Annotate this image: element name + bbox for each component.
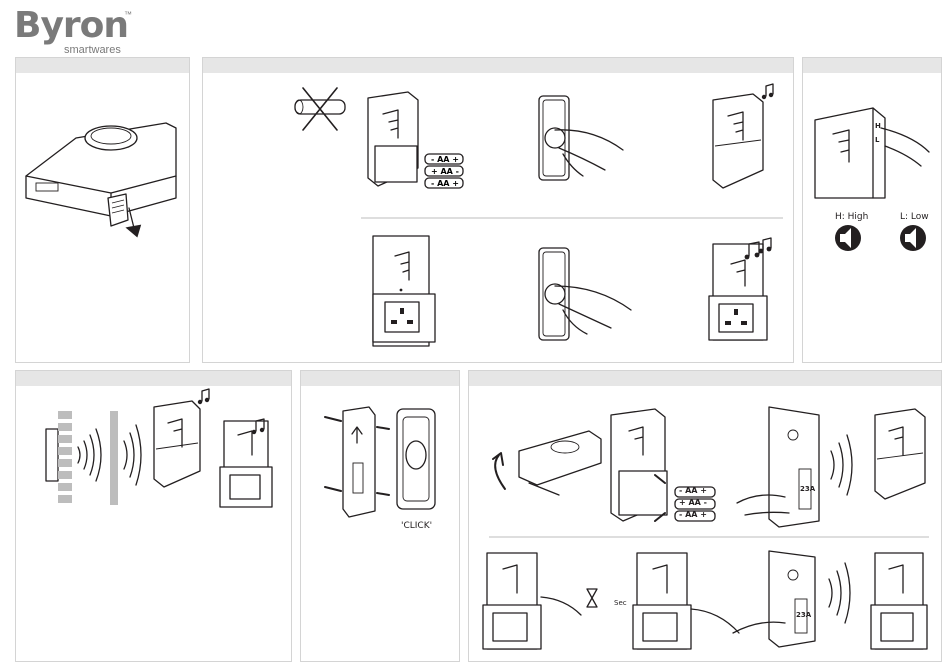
step-pairing-panel: - AA + + AA - - AA + <box>202 57 794 363</box>
brand-tagline: smartwares <box>64 44 121 56</box>
range-illustration <box>16 371 293 663</box>
battery-label: - AA + <box>679 510 707 519</box>
battery-label: - AA + <box>431 179 459 188</box>
chime-playing-top <box>713 84 773 188</box>
battery-23a-label: 23A <box>800 485 815 493</box>
doorbell-push-top <box>539 96 623 180</box>
click-label: 'CLICK' <box>401 521 432 531</box>
step-volume-panel: H L H: High L: Low <box>802 57 942 363</box>
doorbell-push-bottom <box>539 248 631 340</box>
pairing-illustrations: - AA + + AA - - AA + <box>203 58 795 364</box>
switch-high-mark: H <box>875 122 881 130</box>
volume-high-label: H: High <box>835 212 868 222</box>
mounting-illustration <box>301 371 461 663</box>
no-battery-icon <box>295 88 345 130</box>
brick-wall <box>58 411 72 503</box>
battery-label: - AA + <box>431 155 459 164</box>
step-mounting-panel: 'CLICK' <box>300 370 460 662</box>
step-range-panel <box>15 370 292 662</box>
volume-low-label: L: Low <box>900 212 929 222</box>
brand-logo: Byron ™ smartwares <box>14 6 144 56</box>
plugin-chime-bottom-right <box>709 238 771 340</box>
brand-trademark: ™ <box>124 10 132 19</box>
brand-name: Byron <box>14 6 128 46</box>
seconds-label: Sec <box>614 599 627 607</box>
volume-switch-illustration <box>803 58 943 364</box>
step-remove-tab-panel <box>15 57 190 363</box>
battery-label: - AA + <box>679 486 707 495</box>
push-button-illustration <box>16 58 191 364</box>
battery-23a-label: 23A <box>796 611 811 619</box>
battery-label: + AA - <box>679 498 707 507</box>
step-battery-replace-panel: - AA + + AA - - AA + 23A 23A Sec <box>468 370 942 662</box>
plugin-chime-bottom-left <box>373 236 435 346</box>
battery-label: + AA - <box>431 167 459 176</box>
switch-low-mark: L <box>875 136 879 144</box>
